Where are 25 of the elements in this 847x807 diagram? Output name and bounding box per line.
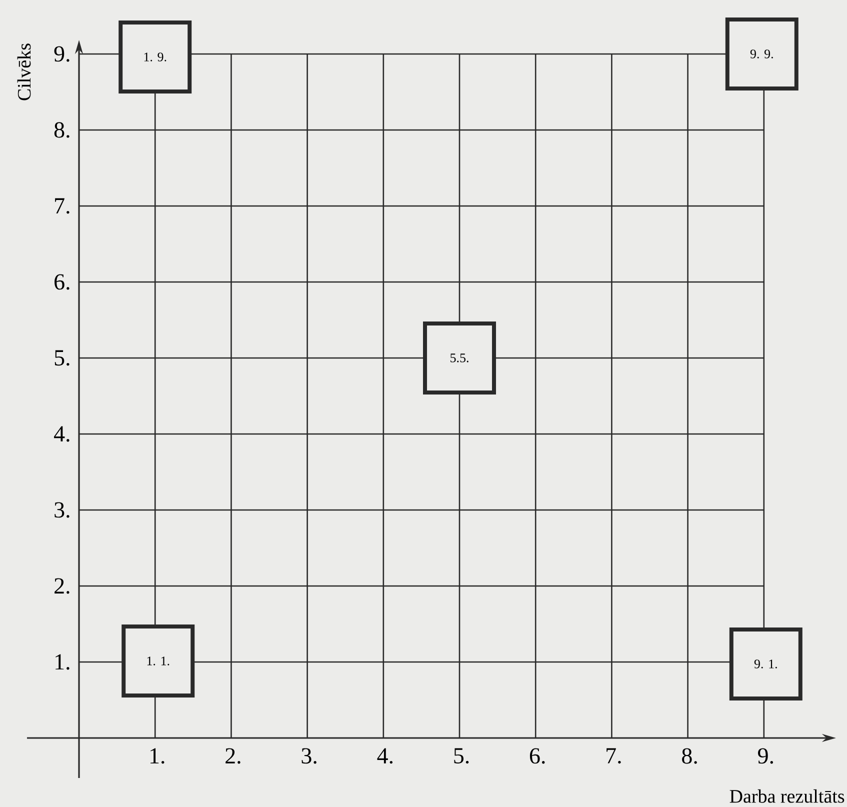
tick-label: 2.	[226, 748, 240, 764]
grid-point-box: 5.5.	[423, 322, 496, 394]
axis-title: Darba rezultāts	[730, 789, 844, 803]
tick-label: 9.	[758, 748, 774, 764]
grid-point-box: 9. 9.	[725, 18, 798, 90]
grid-point-box: 9. 1.	[729, 628, 802, 700]
tick-label: 9.	[54, 46, 70, 62]
tick-label: 4.	[54, 426, 70, 442]
tick-label: 1.	[150, 748, 164, 764]
tick-label: 2.	[54, 578, 70, 594]
axis-title: Cilvēks	[17, 44, 31, 100]
tick-label: 7.	[55, 198, 70, 214]
grid-point-box: 1. 1.	[122, 624, 195, 698]
tick-label: 1.	[56, 654, 70, 670]
tick-label: 6.	[530, 748, 545, 764]
tick-label: 4.	[377, 748, 393, 764]
tick-label: 6.	[54, 274, 70, 290]
tick-label: 5.	[454, 748, 469, 764]
tick-label: 5.	[54, 350, 70, 366]
tick-label: 3.	[302, 748, 316, 764]
tick-label: 8.	[682, 748, 697, 764]
grid-point-box: 1. 9.	[118, 20, 192, 94]
tick-label: 7.	[606, 748, 621, 764]
tick-label: 3.	[54, 502, 70, 518]
tick-label: 8.	[54, 122, 70, 138]
